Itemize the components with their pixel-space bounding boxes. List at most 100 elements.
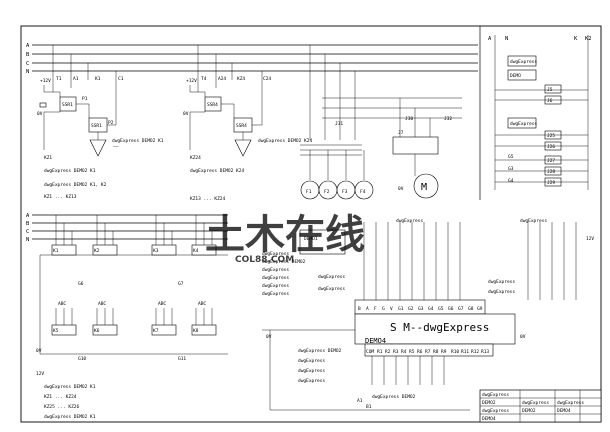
- rp-entry-j29: J29: [547, 180, 555, 186]
- plc-left-2: dwgExpress DEMO2: [262, 259, 306, 265]
- plc-in-12: G8: [468, 306, 474, 312]
- ssr2-label: SSR1: [91, 123, 102, 129]
- plc-top-label-1: dwgExpress: [396, 218, 423, 224]
- relay-row-lower: ABC ABC ABC ABC K5 K6 K7 K8 G10 G11: [51, 301, 217, 362]
- voltage-plus12: +12V: [40, 78, 51, 84]
- relay-a24: A24: [218, 76, 226, 82]
- bl-relay-k2: K2: [94, 248, 100, 254]
- motor-f3: F3: [336, 150, 356, 200]
- motor-f1-label: F1: [306, 189, 312, 195]
- plc-12v: 12V: [586, 236, 594, 242]
- plc-out-8: R8: [433, 349, 439, 355]
- relay-a1: A1: [73, 76, 79, 82]
- rp-entry-j28: J28: [547, 169, 555, 175]
- plc-right-2: dwgExpress: [488, 289, 515, 295]
- plc-in-0: B: [358, 306, 361, 312]
- top-left-relay-block: +12V 0V T1 A1 K1 C1 SSR1 SSR1 P1 P2 KZ1 …: [37, 45, 164, 161]
- rp-label-k: K: [574, 36, 578, 42]
- relay-c24: C24: [263, 76, 271, 82]
- bl-relay-k7: K7: [153, 328, 159, 334]
- plc-left-labels: dwgExpress dwgExpress DEMO2 dwgExpress d…: [262, 229, 515, 297]
- plc-note-2: dwgExpress: [298, 368, 325, 374]
- rp-entry-j25: J25: [547, 133, 555, 139]
- motor-f4: F4: [354, 150, 374, 200]
- tb-row-3: DEMO4: [482, 416, 496, 422]
- motor-f4-label: F4: [360, 189, 366, 195]
- bus-label-c: C: [26, 61, 29, 67]
- plc-left-3: dwgExpress: [262, 267, 289, 273]
- plc-left-1: dwgExpress: [262, 251, 289, 257]
- voltage-0v: 0V: [37, 111, 43, 117]
- plc-out-0: COM: [366, 349, 374, 355]
- plc-out-1: R1: [377, 349, 383, 355]
- plc-note-4: dwgExpress DEMO2: [372, 394, 416, 400]
- main-motor-circle: [413, 173, 439, 199]
- bus-label-n: N: [26, 69, 29, 75]
- plc-out-5: R5: [409, 349, 415, 355]
- bus-label-b: B: [26, 52, 30, 58]
- plc-in-5: G1: [398, 306, 404, 312]
- motor-f1: F1: [300, 150, 320, 200]
- plc-top-label-2: dwgExpress: [520, 218, 547, 224]
- main-relay-label: J7: [398, 130, 404, 136]
- bl-abc-2: ABC: [98, 301, 106, 307]
- watermark: 土木在线 COL88.COM: [205, 212, 365, 265]
- motor-switch-j32: J32: [444, 116, 452, 122]
- plc-ch-b1: B1: [366, 404, 372, 410]
- rp-label-n: N: [505, 36, 508, 42]
- plc-in-1: A: [366, 306, 369, 312]
- bl-note-3: KZ25 ... KZ26: [44, 404, 80, 410]
- bl-relay-k4: K4: [193, 248, 199, 254]
- rp-entry-1: DEMO: [510, 73, 521, 79]
- bottom-left-block: A B C N 0V 12V K1 K2 K3: [26, 213, 228, 420]
- right-control-panel: A N K K2 dwgExpress DEMO J5 J6 dwgExpres…: [488, 35, 592, 190]
- plc-note-0: dwgExpress DEMO2: [298, 348, 342, 354]
- plc-out-9: R9: [441, 349, 447, 355]
- motor-switch-j30: J30: [405, 116, 413, 122]
- plc-out-7: R7: [425, 349, 431, 355]
- bridge-triangle-2: [234, 139, 252, 157]
- bridge-triangle-1: [89, 139, 107, 157]
- bus2-label-a: A: [26, 213, 30, 219]
- tb-col-1: DEMO2: [522, 408, 536, 414]
- plc-demo1: DEMO1: [304, 236, 318, 242]
- tb-col-2: dwgExpress: [557, 400, 584, 406]
- rp-entry-j27: J27: [547, 158, 555, 164]
- plc-left-6: dwgExpress: [262, 291, 289, 297]
- plc-in-6: G2: [408, 306, 414, 312]
- ssr1-label: SSR1: [62, 102, 73, 108]
- plc-in-8: G4: [428, 306, 434, 312]
- bl-caption: dwgExpress DEMO2 K1: [44, 414, 96, 420]
- note-mid-1: dwgExpress DEMO2 K24: [190, 168, 244, 174]
- motor-f3-label: F3: [342, 189, 348, 195]
- rp-g5: G5: [508, 154, 514, 160]
- bl-abc-4: ABC: [198, 301, 206, 307]
- plc-input-labels: B A F G V G1 G2 G3 G4 G5 G6 G7 G8 G9: [358, 306, 483, 312]
- drawing-frame: [20, 25, 602, 423]
- plc-module: dwgExpress dwgExpress 12V dwgExpress dwg…: [262, 218, 594, 411]
- bl-relay-k3: K3: [153, 248, 159, 254]
- main-motor-voltage: 0V: [398, 186, 404, 192]
- bus2-label-n: N: [26, 237, 29, 243]
- plc-left-5: dwgExpress: [262, 283, 289, 289]
- rp-entry-j6: J6: [547, 98, 553, 104]
- voltage-0v-mid: 0V: [183, 111, 189, 117]
- plc-in-2: F: [374, 306, 377, 312]
- watermark-text: 土木在线: [205, 212, 365, 258]
- plc-out-11: R11: [461, 349, 469, 355]
- title-block: dwgExpress DEMO2 dwgExpress DEMO4 dwgExp…: [479, 389, 602, 423]
- relay-kz4: KZ4: [237, 76, 245, 82]
- caption-block1-sub: ——: [113, 145, 119, 150]
- relay-row-upper: K1 K2 K3 K4 G6 G7: [51, 215, 217, 287]
- note-left-2: dwgExpress DEMO2 K1, K2: [44, 182, 107, 188]
- caption-block1: dwgExpress DEMO2 K1: [112, 138, 164, 144]
- plc-in-10: G6: [448, 306, 454, 312]
- motor-f2: F2: [318, 150, 338, 200]
- plc-ch-a1: A1: [357, 398, 363, 404]
- plc-out-13: R13: [481, 349, 489, 355]
- rp-g4: G4: [508, 178, 514, 184]
- bl-relay-k1: K1: [53, 248, 59, 254]
- tb-row-2: dwgExpress: [482, 408, 509, 414]
- plc-in-11: G7: [458, 306, 464, 312]
